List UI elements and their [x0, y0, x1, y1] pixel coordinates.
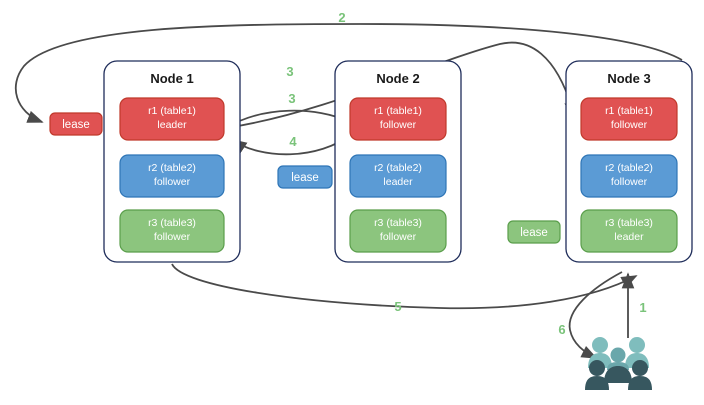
person-body-front-center: [604, 366, 632, 383]
replica-role: follower: [154, 231, 191, 243]
replica-range: r3 (table3): [374, 217, 422, 229]
step-label-4: 4: [289, 134, 297, 149]
node-2[interactable]: Node 2 r1 (table1) follower r2 (table2) …: [334, 60, 462, 263]
person-head-back-right: [629, 337, 645, 353]
node-2-title: Node 2: [376, 71, 419, 86]
node-1[interactable]: Node 1 r1 (table1) leader r2 (table2) fo…: [103, 60, 241, 263]
node-3-replica-r2[interactable]: r2 (table2) follower: [580, 154, 678, 198]
lease-badge-r3[interactable]: lease: [507, 220, 561, 244]
replica-role: leader: [614, 231, 644, 243]
replica-role: follower: [380, 119, 417, 131]
edge-step-5: [171, 263, 638, 310]
replica-role: leader: [383, 176, 413, 188]
lease-box: [277, 165, 333, 189]
replica-range: r3 (table3): [605, 217, 653, 229]
replica-box: [119, 97, 225, 141]
person-head-front-left: [589, 360, 605, 376]
edge-step-2: [14, 23, 683, 123]
step-label-2: 2: [338, 10, 345, 25]
node-1-title: Node 1: [150, 71, 193, 86]
step-label-5: 5: [394, 299, 401, 314]
step-label-1: 1: [639, 300, 646, 315]
replica-range: r3 (table3): [148, 217, 196, 229]
lease-label: lease: [62, 119, 90, 131]
node-3-replica-r3[interactable]: r3 (table3) leader: [580, 209, 678, 253]
replica-role: follower: [611, 119, 648, 131]
replica-role: follower: [611, 176, 648, 188]
users-group-icon: [585, 337, 652, 390]
replica-box: [580, 97, 678, 141]
lease-badge-r1[interactable]: lease: [49, 112, 103, 136]
node-3-replica-r1[interactable]: r1 (table1) follower: [580, 97, 678, 141]
node-2-replica-r3[interactable]: r3 (table3) follower: [349, 209, 447, 253]
replica-range: r1 (table1): [148, 105, 196, 117]
replica-range: r2 (table2): [374, 162, 422, 174]
person-head-back-center: [610, 347, 626, 363]
node-1-replica-r1[interactable]: r1 (table1) leader: [119, 97, 225, 141]
replica-box: [580, 154, 678, 198]
person-head-front-right: [632, 360, 648, 376]
replica-box: [119, 209, 225, 253]
lease-label: lease: [520, 227, 548, 239]
lease-badge-r2[interactable]: lease: [277, 165, 333, 189]
node-2-replica-r2[interactable]: r2 (table2) leader: [349, 154, 447, 198]
step-label-3-upper: 3: [286, 64, 293, 79]
replica-role: follower: [380, 231, 417, 243]
node-3-title: Node 3: [607, 71, 650, 86]
replica-box: [349, 97, 447, 141]
replica-range: r1 (table1): [605, 105, 653, 117]
replica-box: [119, 154, 225, 198]
person-body-front-left: [585, 376, 609, 390]
step-label-6: 6: [558, 322, 565, 337]
lease-box: [49, 112, 103, 136]
edge-step-3-node3: [225, 41, 577, 129]
node-1-replica-r2[interactable]: r2 (table2) follower: [119, 154, 225, 198]
lease-label: lease: [291, 172, 319, 184]
lease-box: [507, 220, 561, 244]
replica-box: [349, 209, 447, 253]
replica-box: [580, 209, 678, 253]
step-label-3-lower: 3: [288, 91, 295, 106]
replica-box: [349, 154, 447, 198]
replica-role: follower: [154, 176, 191, 188]
node-3[interactable]: Node 3 r1 (table1) follower r2 (table2) …: [565, 60, 693, 263]
replica-range: r2 (table2): [605, 162, 653, 174]
edge-step-6: [568, 271, 623, 359]
person-head-back-left: [592, 337, 608, 353]
node-2-replica-r1[interactable]: r1 (table1) follower: [349, 97, 447, 141]
replica-range: r1 (table1): [374, 105, 422, 117]
node-1-replica-r3[interactable]: r3 (table3) follower: [119, 209, 225, 253]
replica-role: leader: [157, 119, 187, 131]
person-body-front-right: [628, 376, 652, 390]
replica-range: r2 (table2): [148, 162, 196, 174]
